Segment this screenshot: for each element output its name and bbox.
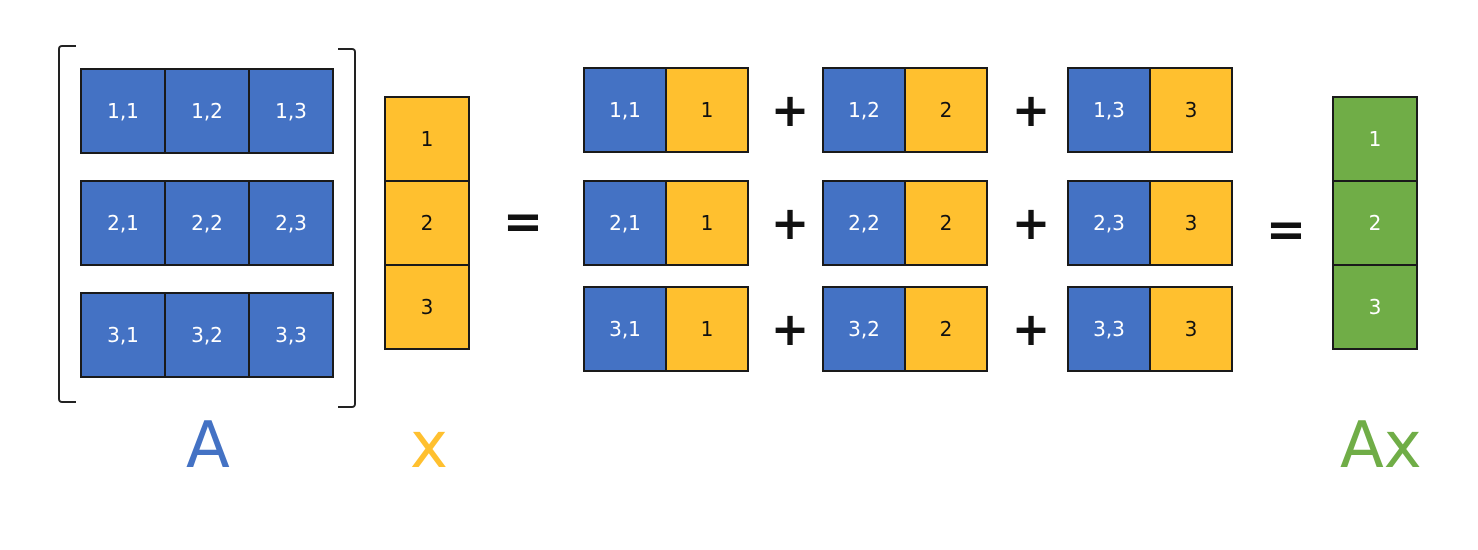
term-x-cell: 3 (1149, 180, 1233, 266)
term-a-cell: 2,3 (1067, 180, 1151, 266)
term-x-cell: 1 (665, 67, 749, 153)
plus-sign: + (770, 302, 810, 356)
term-x-cell: 2 (904, 180, 988, 266)
term-a-cell: 3,1 (583, 286, 667, 372)
result-label: Ax (1340, 409, 1422, 483)
term-a-cell: 3,3 (1067, 286, 1151, 372)
term-a-cell: 3,2 (822, 286, 906, 372)
matrix-cell: 3,1 (80, 292, 166, 378)
term-x-cell: 3 (1149, 286, 1233, 372)
matrix-left-bracket (58, 45, 76, 403)
plus-sign: + (1011, 302, 1051, 356)
term-x-cell: 3 (1149, 67, 1233, 153)
matrix-cell: 2,2 (164, 180, 250, 266)
term-a-cell: 1,2 (822, 67, 906, 153)
matrix-cell: 3,2 (164, 292, 250, 378)
term-x-cell: 2 (904, 67, 988, 153)
result-cell: 1 (1332, 96, 1418, 182)
term-a-cell: 2,1 (583, 180, 667, 266)
matrix-cell: 2,3 (248, 180, 334, 266)
matrix-right-bracket (338, 48, 356, 408)
plus-sign: + (770, 196, 810, 250)
term-a-cell: 1,1 (583, 67, 667, 153)
plus-sign: + (770, 83, 810, 137)
matrix-cell: 1,3 (248, 68, 334, 154)
term-x-cell: 2 (904, 286, 988, 372)
term-a-cell: 1,3 (1067, 67, 1151, 153)
term-a-cell: 2,2 (822, 180, 906, 266)
matrix-cell: 2,1 (80, 180, 166, 266)
plus-sign: + (1011, 83, 1051, 137)
term-x-cell: 1 (665, 286, 749, 372)
result-cell: 3 (1332, 264, 1418, 350)
term-x-cell: 1 (665, 180, 749, 266)
vector-cell: 1 (384, 96, 470, 182)
result-cell: 2 (1332, 180, 1418, 266)
matrix-cell: 1,2 (164, 68, 250, 154)
plus-sign: + (1011, 196, 1051, 250)
matrix-cell: 1,1 (80, 68, 166, 154)
matrix-cell: 3,3 (248, 292, 334, 378)
vector-label: x (410, 409, 448, 483)
equals-sign-1: = (502, 194, 544, 250)
equals-sign-2: = (1265, 202, 1307, 258)
vector-cell: 2 (384, 180, 470, 266)
vector-cell: 3 (384, 264, 470, 350)
matrix-label: A (186, 409, 230, 483)
